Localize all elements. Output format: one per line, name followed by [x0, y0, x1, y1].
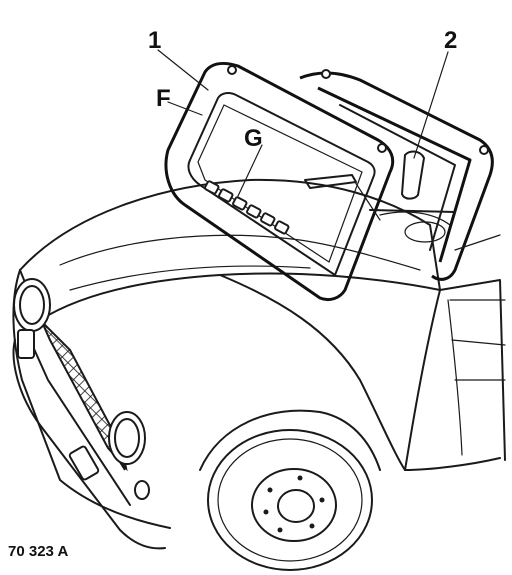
- vent-slots: [204, 180, 290, 235]
- front-bumper: [12, 329, 166, 550]
- figure-reference: 70 323 A: [8, 543, 68, 560]
- front-wheel: [207, 429, 373, 571]
- callout-1: 1: [148, 27, 161, 54]
- windscreen-frame-part-1: [164, 62, 456, 302]
- front-grille: [13, 278, 150, 500]
- leader-lines: [157, 49, 449, 197]
- label-g: G: [244, 125, 263, 152]
- callout-2: 2: [444, 27, 457, 54]
- wheel-bolts: [263, 475, 325, 533]
- rear-frame-part-2: [299, 69, 506, 381]
- label-f: F: [156, 85, 171, 112]
